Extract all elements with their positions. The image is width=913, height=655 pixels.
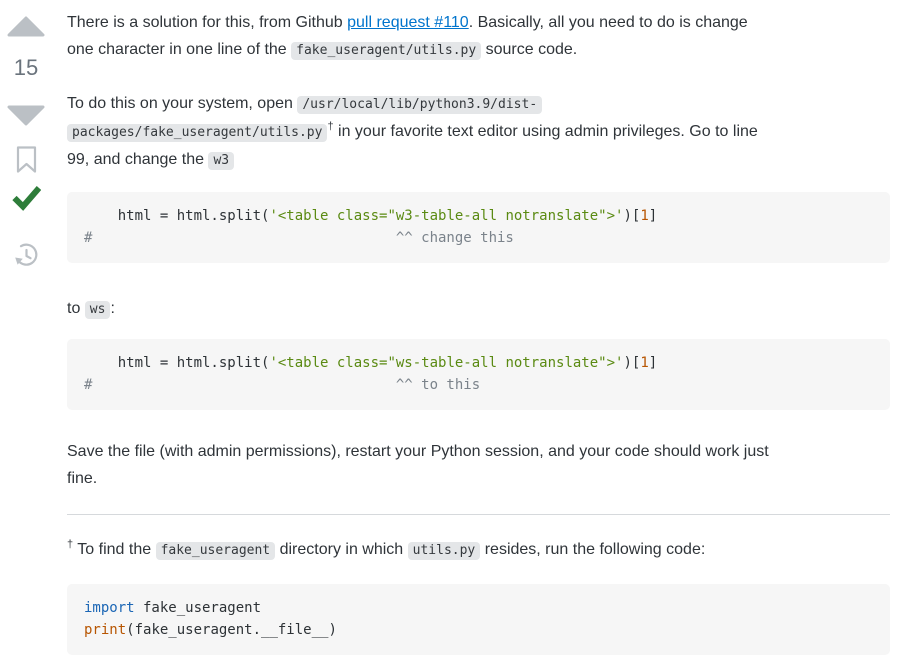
inline-code: /usr/local/lib/python3.9/dist- bbox=[297, 96, 543, 114]
text-run: There is a solution for this, from Githu… bbox=[67, 14, 348, 31]
inline-code: fake_useragent bbox=[155, 542, 276, 560]
upvote-button[interactable] bbox=[7, 16, 45, 37]
code-token: ] bbox=[648, 355, 658, 371]
inline-code: ws bbox=[84, 301, 111, 319]
inline-code: fake_useragent/utils.py bbox=[291, 42, 482, 60]
vote-cell: 15 bbox=[0, 0, 52, 655]
code-token: html = html.split( bbox=[84, 355, 270, 371]
code-block-find-path: import fake_useragent print(fake_userage… bbox=[67, 584, 890, 655]
text-run: one character in one line of the bbox=[67, 41, 292, 58]
bookmark-icon bbox=[16, 146, 36, 173]
code-token: print bbox=[84, 621, 127, 638]
code-token: 1 bbox=[640, 208, 649, 224]
text-run: fine. bbox=[67, 470, 98, 487]
inline-code: w3 bbox=[208, 152, 235, 170]
text-run: directory in which bbox=[275, 541, 408, 558]
text-run: . Basically, all you need to do is chang… bbox=[468, 14, 748, 31]
code-token: (fake_useragent.__file__) bbox=[126, 621, 337, 638]
vote-count: 15 bbox=[13, 55, 39, 80]
inline-code: packages/fake_useragent/utils.py bbox=[67, 124, 328, 142]
answer-body: There is a solution for this, from Githu… bbox=[67, 0, 890, 655]
code-token: fake_useragent bbox=[134, 600, 262, 616]
code-block-ws: html = html.split('<table class="ws-tabl… bbox=[67, 339, 890, 410]
text-run: To do this on your system, open bbox=[67, 95, 298, 112]
answer-paragraph: There is a solution for this, from Githu… bbox=[67, 9, 890, 64]
code-token: # ^^ change this bbox=[84, 229, 514, 246]
text-run: source code. bbox=[481, 41, 578, 58]
history-clock-icon bbox=[14, 243, 37, 266]
timeline-history-button[interactable] bbox=[13, 242, 40, 269]
dagger-footnote-mark: † bbox=[67, 538, 74, 551]
code-token: )[ bbox=[623, 208, 641, 224]
dagger-footnote-mark: † bbox=[327, 120, 334, 133]
downvote-button[interactable] bbox=[7, 105, 45, 126]
text-run: : bbox=[110, 300, 115, 317]
code-block-w3: html = html.split('<table class="w3-tabl… bbox=[67, 192, 890, 263]
code-token: html = html.split( bbox=[84, 208, 270, 224]
text-run: resides, run the following code: bbox=[480, 541, 706, 558]
text-run: in your favorite text editor using admin… bbox=[333, 123, 758, 140]
text-run: to bbox=[67, 300, 85, 317]
code-token: import bbox=[84, 600, 135, 616]
code-token: )[ bbox=[623, 355, 641, 371]
accepted-check-icon bbox=[11, 183, 41, 212]
bookmark-button[interactable] bbox=[16, 146, 37, 173]
text-run: To find the bbox=[73, 541, 156, 558]
footnote-paragraph: † To find the fake_useragent directory i… bbox=[67, 536, 890, 564]
code-token: '<table class="ws-table-all notranslate"… bbox=[269, 355, 624, 371]
pull-request-link[interactable]: pull request #110 bbox=[347, 14, 469, 31]
triangle-down-icon bbox=[7, 105, 45, 126]
code-token: '<table class="w3-table-all notranslate"… bbox=[269, 208, 624, 224]
code-token: ] bbox=[648, 208, 658, 224]
answer-paragraph: to ws: bbox=[67, 295, 890, 323]
code-token: # ^^ to this bbox=[84, 376, 481, 393]
text-run: 99, and change the bbox=[67, 151, 209, 168]
code-token: 1 bbox=[640, 355, 649, 371]
answer-paragraph: To do this on your system, open /usr/loc… bbox=[67, 90, 890, 174]
answer-paragraph: Save the file (with admin permissions), … bbox=[67, 438, 890, 492]
inline-code: utils.py bbox=[407, 542, 481, 560]
footnote-divider bbox=[67, 514, 890, 515]
text-run: Save the file (with admin permissions), … bbox=[67, 443, 769, 460]
triangle-up-icon bbox=[7, 16, 45, 37]
